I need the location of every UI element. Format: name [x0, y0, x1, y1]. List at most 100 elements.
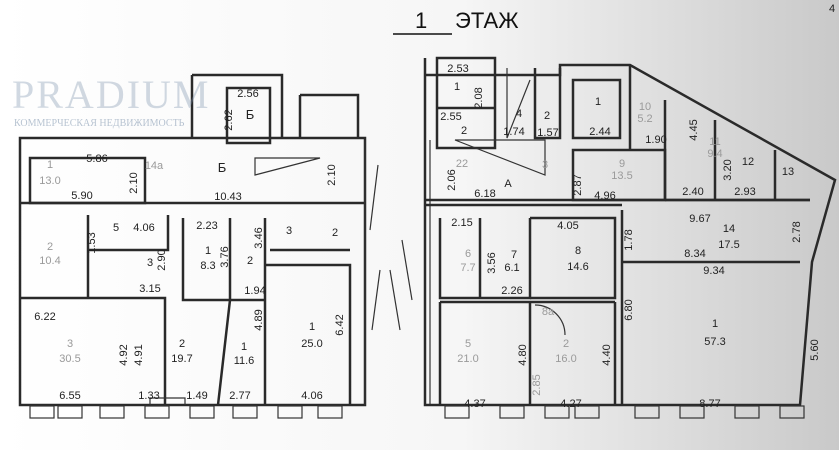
- room-label: 2.90: [156, 249, 168, 270]
- room-label: 2.85: [531, 374, 543, 395]
- window: [444, 405, 470, 419]
- room-label: 2: [247, 255, 253, 267]
- room-label: 2: [179, 338, 185, 350]
- room-label: 2.78: [791, 221, 803, 242]
- window: [679, 405, 705, 419]
- room-label: 9.4: [707, 148, 722, 160]
- room-label: 3.56: [486, 252, 498, 273]
- room-label: 5.2: [637, 113, 652, 125]
- room-label: 5.90: [71, 190, 92, 202]
- room-label: 2.93: [734, 186, 755, 198]
- watermark: PRADIUM КОММЕРЧЕСКАЯ НЕДВИЖИМОСТЬ: [12, 72, 210, 129]
- window: [144, 405, 170, 419]
- room-label: 10.43: [214, 191, 242, 203]
- room-label: 3: [542, 159, 548, 171]
- windows: [29, 405, 805, 419]
- window: [189, 405, 215, 419]
- page-corner-number: 4: [829, 3, 835, 15]
- room-label: 1.94: [244, 285, 265, 297]
- room-label: 1.49: [186, 390, 207, 402]
- room-label: Б: [218, 160, 227, 175]
- room-label: 2.56: [237, 88, 258, 100]
- room-label: 6.18: [474, 188, 495, 200]
- room-label: 3.76: [219, 246, 231, 267]
- watermark-tagline: КОММЕРЧЕСКАЯ НЕДВИЖИМОСТЬ: [14, 118, 185, 129]
- room-label: 4.05: [557, 220, 578, 232]
- room-label: 6.1: [504, 262, 519, 274]
- room-label: 4.96: [594, 190, 615, 202]
- window: [57, 405, 83, 419]
- room-label: 16.0: [555, 353, 576, 365]
- room-label: 1: [712, 318, 718, 330]
- room-label: 1.78: [623, 229, 635, 250]
- floor-title: 1 ЭТАЖ 4: [393, 3, 835, 35]
- window: [317, 405, 343, 419]
- room-label: 6.55: [59, 390, 80, 402]
- room-label: 4.89: [253, 309, 265, 330]
- room-label: 1.33: [138, 390, 159, 402]
- window: [779, 405, 805, 419]
- room-label: 2: [332, 227, 338, 239]
- room-label: 4.92: [118, 344, 130, 365]
- room-label: 19.7: [171, 353, 192, 365]
- room-label: 2.15: [451, 217, 472, 229]
- room-label: 30.5: [59, 353, 80, 365]
- room-label: 13.5: [611, 170, 632, 182]
- room-label: 6.42: [334, 314, 346, 335]
- room-label: 8.34: [684, 248, 705, 260]
- room-label: 2: [47, 241, 53, 253]
- central-passage: [364, 140, 431, 405]
- room-label: 11: [709, 136, 720, 148]
- room-label: 5: [113, 222, 119, 234]
- room-label: 25.0: [301, 338, 322, 350]
- room-label: 8: [575, 245, 581, 257]
- room-label: 7.7: [460, 262, 475, 274]
- room-label: 4.40: [601, 344, 613, 365]
- room-label: 2.10: [128, 172, 140, 193]
- room-label: 2.55: [440, 111, 461, 123]
- room-label: 1.57: [537, 127, 558, 139]
- room-label: 6.22: [34, 311, 55, 323]
- room-label: Б: [246, 107, 255, 122]
- room-label: 9: [619, 158, 625, 170]
- room-label: 5.60: [809, 339, 821, 360]
- room-label: 4.37: [464, 398, 485, 410]
- watermark-brand: PRADIUM: [12, 72, 210, 117]
- room-label: 4.80: [517, 344, 529, 365]
- room-label: 3: [67, 338, 73, 350]
- window: [634, 405, 660, 419]
- room-label: 6: [465, 248, 471, 260]
- room-label: 2: [544, 110, 550, 122]
- room-label: 2: [563, 338, 569, 350]
- window: [499, 405, 525, 419]
- room-label: 9.34: [703, 265, 724, 277]
- window: [99, 405, 125, 419]
- room-label: 3.20: [722, 159, 734, 180]
- room-label: 1: [47, 159, 53, 171]
- room-label: 2.44: [589, 126, 610, 138]
- room-label: 14: [723, 223, 735, 235]
- room-label: 7: [511, 249, 517, 261]
- window: [277, 405, 303, 419]
- room-label: 1: [454, 81, 460, 93]
- room-label: 13.0: [39, 175, 60, 187]
- room-label: 3.46: [253, 227, 265, 248]
- room-label: 2.87: [572, 174, 584, 195]
- room-label: 4.06: [133, 222, 154, 234]
- window: [29, 405, 55, 419]
- room-label: 2.62: [223, 109, 235, 130]
- room-label: 4.06: [301, 390, 322, 402]
- room-label: 22: [456, 158, 468, 170]
- room-label: 2.40: [682, 186, 703, 198]
- room-label: 4: [516, 108, 522, 120]
- room-label: 10: [639, 101, 651, 113]
- room-label: 3: [147, 257, 153, 269]
- floor-title-text: ЭТАЖ: [455, 8, 519, 33]
- room-label: 4.27: [560, 398, 581, 410]
- room-label: 8.77: [699, 398, 720, 410]
- window: [232, 405, 258, 419]
- room-label: 1.90: [645, 134, 666, 146]
- room-label: 2: [461, 125, 467, 137]
- room-label: 21.0: [457, 353, 478, 365]
